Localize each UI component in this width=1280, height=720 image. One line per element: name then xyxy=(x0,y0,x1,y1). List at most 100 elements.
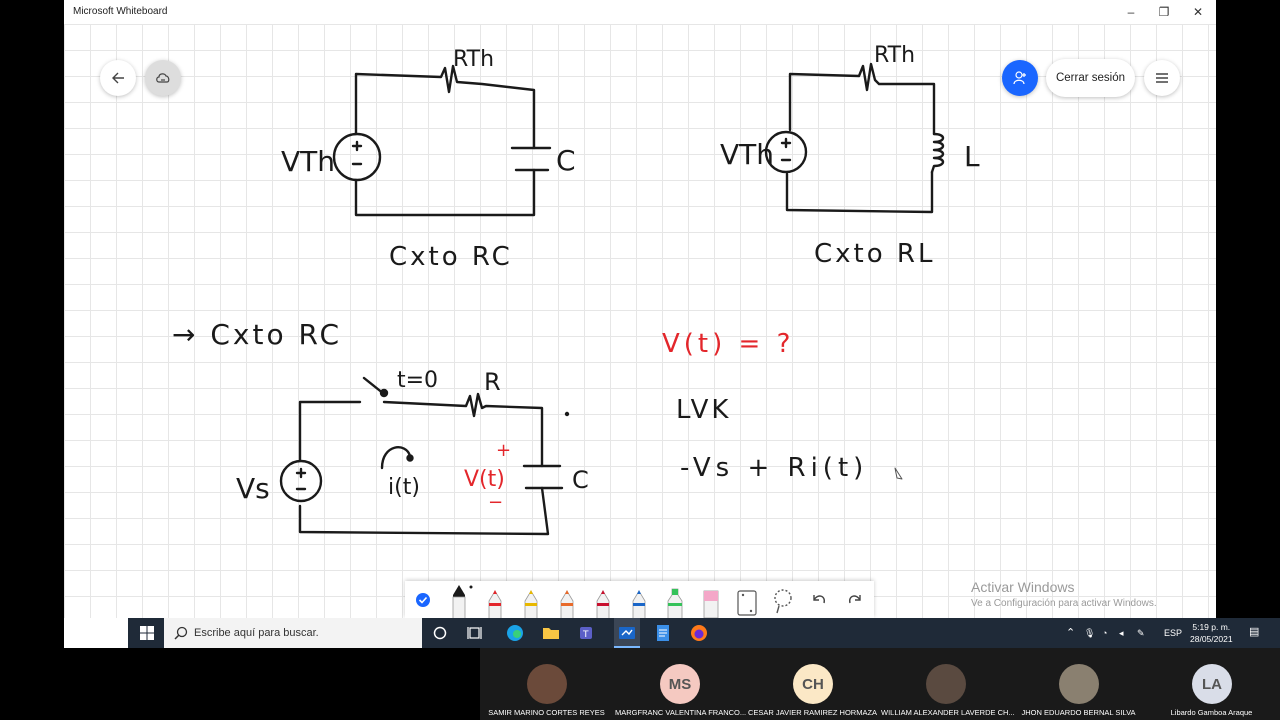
participant-name: CESAR JAVIER RAMIREZ HORMAZA xyxy=(748,708,878,717)
pen-blue-icon xyxy=(632,590,646,618)
pen-yellow-tool[interactable] xyxy=(513,581,549,618)
c3-source-label: Vs xyxy=(236,472,270,505)
watermark-subtitle: Ve a Configuración para activar Windows. xyxy=(971,598,1157,609)
firefox-icon xyxy=(691,625,707,641)
search-placeholder: Escribe aquí para buscar. xyxy=(194,627,319,639)
participant-avatar xyxy=(527,664,567,704)
participant-avatar: LA xyxy=(1192,664,1232,704)
ruler-tool[interactable] xyxy=(729,581,765,618)
participant-tile[interactable]: SAMIR MARINO CORTES REYES xyxy=(480,648,613,720)
c3-plus: + xyxy=(496,440,511,461)
c3-resistor-label: R xyxy=(484,368,501,396)
windows-start-button[interactable] xyxy=(138,624,156,642)
circuit-rl-thevenin: VTh RTh L Cxto RL xyxy=(720,43,980,269)
pen-red-2-tool[interactable] xyxy=(585,581,621,618)
tray-language[interactable]: ESP xyxy=(1164,628,1183,638)
maximize-button[interactable]: ❐ xyxy=(1158,5,1170,19)
circuit-rc-switch: → Cxto RC t=0 R Vs i(t) + V(t) − xyxy=(172,318,589,536)
windows-taskbar: Escribe aquí para buscar. T xyxy=(128,618,1280,648)
pen-blue-tool[interactable] xyxy=(621,581,657,618)
participant-avatar xyxy=(926,664,966,704)
cortana-button[interactable] xyxy=(431,624,449,642)
notes-equation: -Vs + Ri(t) xyxy=(680,453,868,483)
eraser-tool[interactable] xyxy=(693,581,729,619)
clock-date: 28/05/2021 xyxy=(1190,634,1233,644)
signout-button[interactable]: Cerrar sesión xyxy=(1046,59,1135,97)
watermark-title: Activar Windows xyxy=(971,579,1075,595)
check-circle-icon xyxy=(416,593,430,607)
ink-layer: VTh RTh C Cxto RC VTh RTh L Cxto RL xyxy=(172,43,980,536)
cloud-sync-icon xyxy=(156,73,170,83)
tray-mic-icon[interactable]: 🎙 xyxy=(1084,628,1096,638)
task-view-button[interactable] xyxy=(466,624,484,642)
pen-red-tool[interactable] xyxy=(477,581,513,618)
notification-icon[interactable]: ▤ xyxy=(1249,626,1260,638)
whiteboard-canvas[interactable]: VTh RTh C Cxto RC VTh RTh L Cxto RL xyxy=(64,24,1216,619)
hamburger-menu-icon xyxy=(1156,73,1168,83)
ruler-icon xyxy=(737,590,757,616)
user-add-icon xyxy=(1013,71,1026,85)
minimize-button[interactable]: – xyxy=(1127,5,1135,19)
taskbar-firefox[interactable] xyxy=(690,624,708,642)
document-icon xyxy=(657,625,669,641)
search-icon xyxy=(174,626,188,640)
clock-time: 5:19 p. m. xyxy=(1192,622,1231,632)
window-title: Microsoft Whiteboard xyxy=(73,6,168,17)
taskbar-teams[interactable]: T xyxy=(578,624,596,642)
pen-black-icon xyxy=(452,585,473,618)
title-bar: Microsoft Whiteboard – ❐ ✕ xyxy=(64,0,1216,24)
participant-name: SAMIR MARINO CORTES REYES xyxy=(488,708,605,717)
taskbar-clock[interactable]: 5:19 p. m. 28/05/2021 xyxy=(1190,621,1233,645)
c1-element-label: C xyxy=(556,144,576,177)
c3-switch-label: t=0 xyxy=(397,368,438,393)
edge-browser-icon xyxy=(507,625,523,641)
pen-tray xyxy=(405,581,874,619)
invite-user-button[interactable] xyxy=(1002,60,1038,96)
undo-button[interactable] xyxy=(801,581,837,618)
whiteboard-app-icon xyxy=(619,627,635,639)
taskbar-file-explorer[interactable] xyxy=(542,624,560,642)
c2-source-label: VTh xyxy=(720,138,774,171)
circuit-rc-thevenin: VTh RTh C Cxto RC xyxy=(281,47,576,272)
c1-resistor-label: RTh xyxy=(453,47,494,72)
tray-volume-icon[interactable]: ◂ xyxy=(1119,628,1124,638)
eraser-icon xyxy=(703,590,719,619)
notes-method: LVK xyxy=(676,395,731,425)
pen-red-icon xyxy=(488,590,502,618)
tray-chevron-up-icon[interactable]: ⌃ xyxy=(1066,627,1076,639)
redo-button[interactable] xyxy=(837,581,873,618)
cloud-sync-button[interactable] xyxy=(145,60,181,96)
c3-current-label: i(t) xyxy=(388,475,420,500)
close-button[interactable]: ✕ xyxy=(1192,5,1204,19)
lasso-tool[interactable] xyxy=(765,581,801,618)
taskbar-search-box[interactable]: Escribe aquí para buscar. xyxy=(164,618,422,648)
c2-resistor-label: RTh xyxy=(874,43,915,68)
pen-black-tool[interactable] xyxy=(441,581,477,618)
lasso-icon xyxy=(774,589,792,614)
tray-wifi-icon[interactable]: ◔ xyxy=(1102,628,1108,638)
notes: V(t) = ? LVK -Vs + Ri(t) xyxy=(662,329,903,483)
taskbar-notepad[interactable] xyxy=(654,624,672,642)
folder-icon xyxy=(543,628,559,639)
participant-tile[interactable]: WILLIAM ALEXANDER LAVERDE CH... xyxy=(879,648,1015,720)
c3-minus: − xyxy=(488,492,503,513)
c3-heading: → Cxto RC xyxy=(172,318,342,351)
pen-red-2-icon xyxy=(596,590,610,618)
notes-question: V(t) = ? xyxy=(662,329,794,359)
taskbar-edge[interactable] xyxy=(506,624,524,642)
redo-icon xyxy=(848,595,861,604)
menu-button[interactable] xyxy=(1144,60,1180,96)
participant-tile[interactable]: JHON EDUARDO BERNAL SILVA xyxy=(1012,648,1145,720)
participant-avatar xyxy=(1059,664,1099,704)
taskbar-whiteboard-active[interactable] xyxy=(614,618,640,648)
tray-pen-icon[interactable]: ✎ xyxy=(1137,628,1145,638)
back-button[interactable] xyxy=(100,60,136,96)
select-tool[interactable] xyxy=(405,581,441,618)
whiteboard-window: Microsoft Whiteboard – ❐ ✕ VTh RTh C Cxt… xyxy=(64,0,1280,648)
pen-orange-tool[interactable] xyxy=(549,581,585,618)
highlighter-green-tool[interactable] xyxy=(657,581,693,618)
